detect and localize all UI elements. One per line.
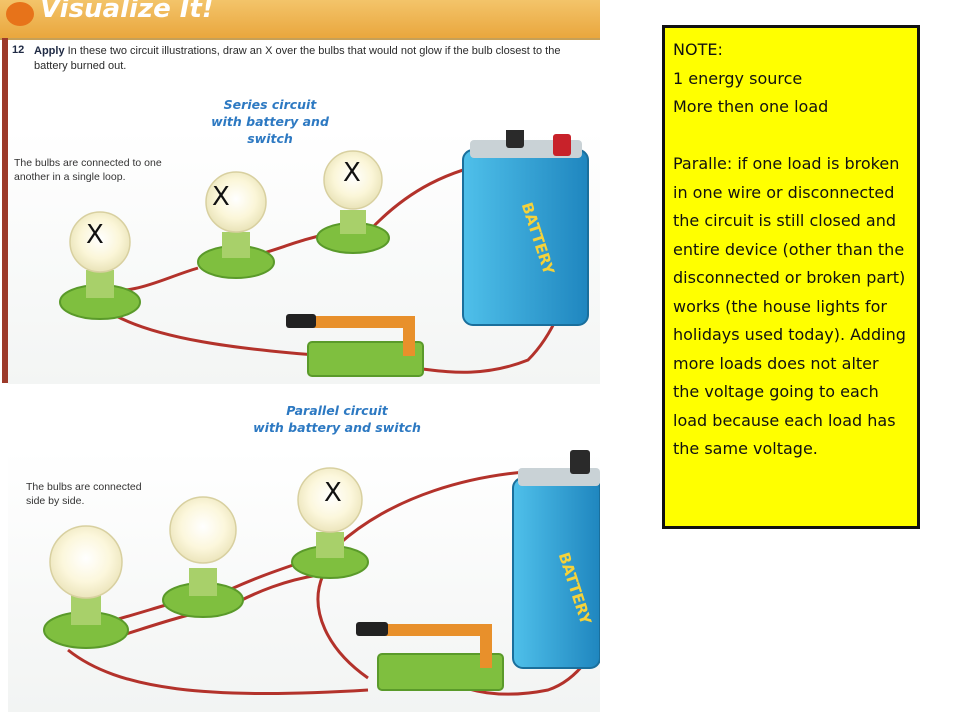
parallel-desc-line2: side by side. xyxy=(26,495,85,507)
series-desc-line2: another in a single loop. xyxy=(14,171,126,183)
note-paragraph: Paralle: if one load is broken in one wi… xyxy=(673,154,906,458)
parallel-caption-line1: Parallel circuit xyxy=(286,403,388,418)
x-mark-series-bulb2: X xyxy=(212,182,230,212)
series-caption: Series circuit with battery and switch xyxy=(190,96,350,147)
parallel-circuit-scene: BATTERY xyxy=(8,450,600,712)
header-title: Visualize It! xyxy=(40,0,214,24)
note-spacer xyxy=(673,122,909,151)
note-title: NOTE: xyxy=(673,40,723,59)
parallel-description: The bulbs are connected side by side. xyxy=(26,480,186,508)
series-caption-line1: Series circuit xyxy=(223,97,317,112)
parallel-caption-line2: with battery and switch xyxy=(253,420,421,435)
question-body: In these two circuit illustrations, draw… xyxy=(34,45,561,72)
x-mark-series-bulb3: X xyxy=(343,158,361,188)
series-caption-line2: with battery and switch xyxy=(211,114,329,146)
visualize-logo-icon xyxy=(6,2,34,26)
series-circuit-scene: BATTERY xyxy=(8,130,600,384)
note-line2: More then one load xyxy=(673,97,829,116)
question-lead: Apply xyxy=(34,45,65,57)
textbook-page: Visualize It! 12 Apply In these two circ… xyxy=(0,0,600,712)
series-circuit-diagram: BATTERY xyxy=(59,130,589,377)
x-mark-series-bulb1: X xyxy=(86,220,104,250)
header-band: Visualize It! xyxy=(0,0,600,40)
x-mark-parallel-bulb3: X xyxy=(324,478,342,508)
series-desc-line1: The bulbs are connected to one xyxy=(14,157,162,169)
divider xyxy=(0,38,600,40)
question-number: 12 xyxy=(12,44,25,56)
series-description: The bulbs are connected to one another i… xyxy=(14,156,194,184)
question-text: Apply In these two circuit illustrations… xyxy=(34,44,574,74)
note-box: NOTE: 1 energy source More then one load… xyxy=(662,25,920,529)
parallel-circuit-diagram: BATTERY xyxy=(43,450,600,696)
note-line1: 1 energy source xyxy=(673,68,803,88)
margin-rule xyxy=(2,38,8,383)
parallel-desc-line1: The bulbs are connected xyxy=(26,481,142,493)
parallel-caption: Parallel circuit with battery and switch xyxy=(232,402,442,436)
